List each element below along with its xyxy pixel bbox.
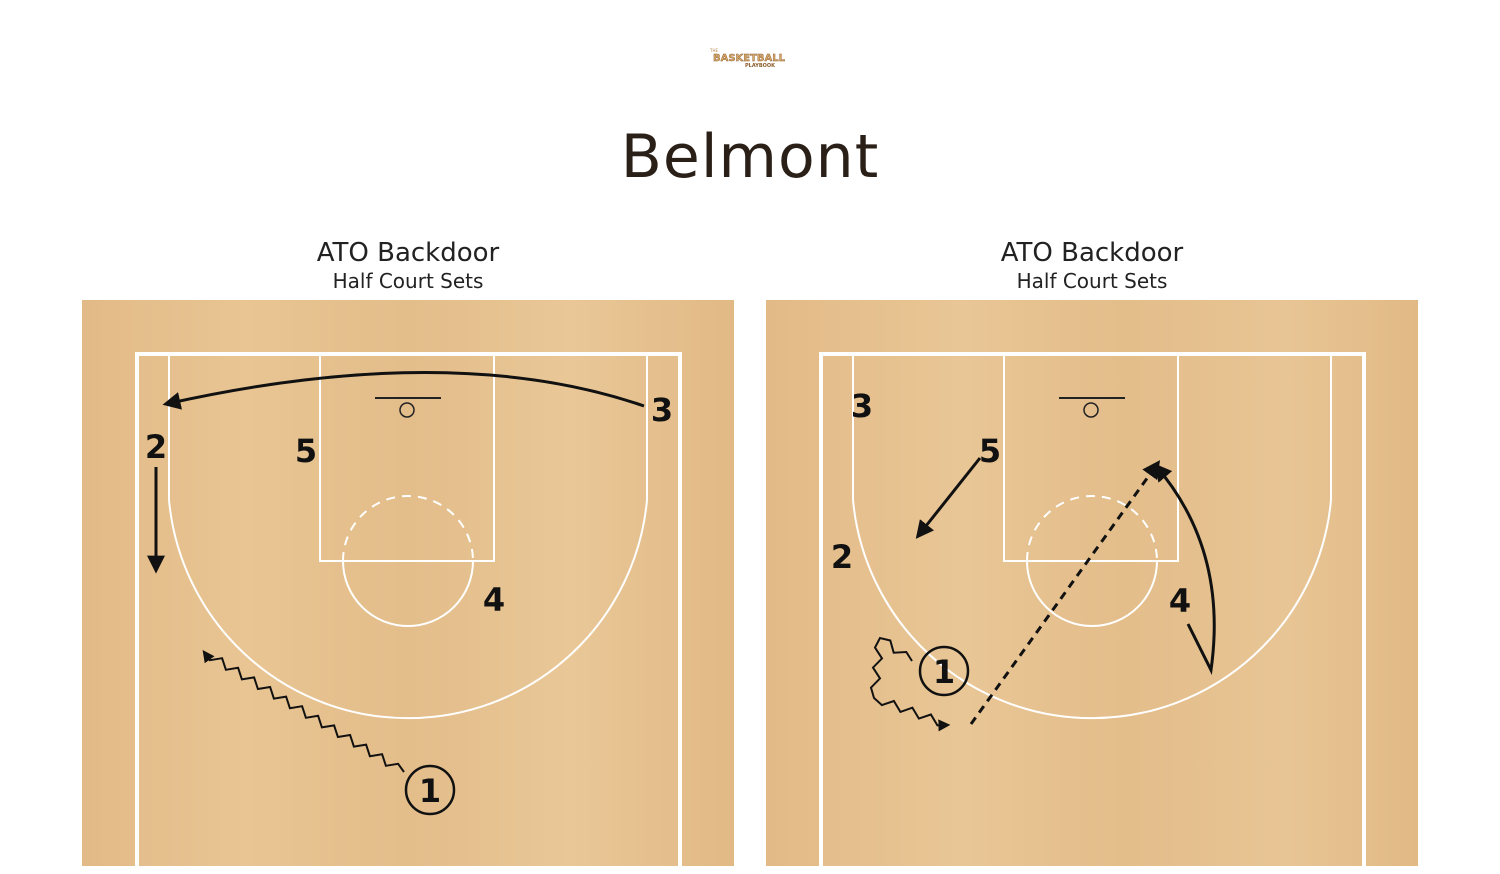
- player-1: 1: [933, 653, 955, 691]
- basketball-playbook-logo: THE BASKETBALL PLAYBOOK: [708, 46, 790, 70]
- pass-1-to-4: [969, 460, 1161, 725]
- dribble-1: [202, 650, 405, 773]
- page-title: Belmont: [620, 122, 880, 192]
- cut-4-backdoor: [1153, 463, 1216, 675]
- court-diagram-2: 3 5 2 4 1: [766, 300, 1418, 866]
- player-2: 2: [145, 428, 167, 466]
- rim: [399, 402, 415, 418]
- diagram-2-title: ATO Backdoor: [1000, 238, 1184, 268]
- svg-text:THE: THE: [709, 48, 718, 53]
- three-point-arc: [168, 499, 648, 720]
- player-1: 1: [419, 772, 441, 810]
- diagram-2-subtitle: Half Court Sets: [1016, 269, 1168, 293]
- player-5: 5: [295, 432, 317, 470]
- free-throw-circle-top: [1026, 495, 1158, 562]
- court-floor: [766, 300, 1418, 866]
- player-2: 2: [831, 538, 853, 576]
- free-throw-circle-bottom: [1026, 560, 1158, 627]
- player-3: 3: [851, 387, 873, 425]
- dribble-1: [869, 636, 951, 732]
- svg-text:PLAYBOOK: PLAYBOOK: [745, 63, 776, 69]
- player-1-circle: [918, 645, 970, 697]
- diagram-1-subtitle: Half Court Sets: [332, 269, 484, 293]
- diagram-2-header: ATO Backdoor Half Court Sets: [766, 238, 1418, 294]
- court-floor: [82, 300, 734, 866]
- three-point-arc: [852, 499, 1332, 720]
- cut-3-to-corner: [162, 371, 645, 410]
- lane: [1003, 353, 1179, 562]
- player-5: 5: [979, 432, 1001, 470]
- court-diagram-1: 3 2 5 4 1: [82, 300, 734, 866]
- lane: [319, 353, 495, 562]
- player-1-circle: [404, 764, 456, 816]
- cut-5: [915, 457, 982, 539]
- rim: [1083, 402, 1099, 418]
- free-throw-circle-bottom: [342, 560, 474, 627]
- free-throw-circle-top: [342, 495, 474, 562]
- diagram-1-header: ATO Backdoor Half Court Sets: [82, 238, 734, 294]
- diagram-1-title: ATO Backdoor: [316, 238, 500, 268]
- player-3: 3: [651, 391, 673, 429]
- player-4: 4: [483, 581, 505, 619]
- svg-text:BASKETBALL: BASKETBALL: [713, 53, 786, 64]
- player-4: 4: [1169, 582, 1191, 620]
